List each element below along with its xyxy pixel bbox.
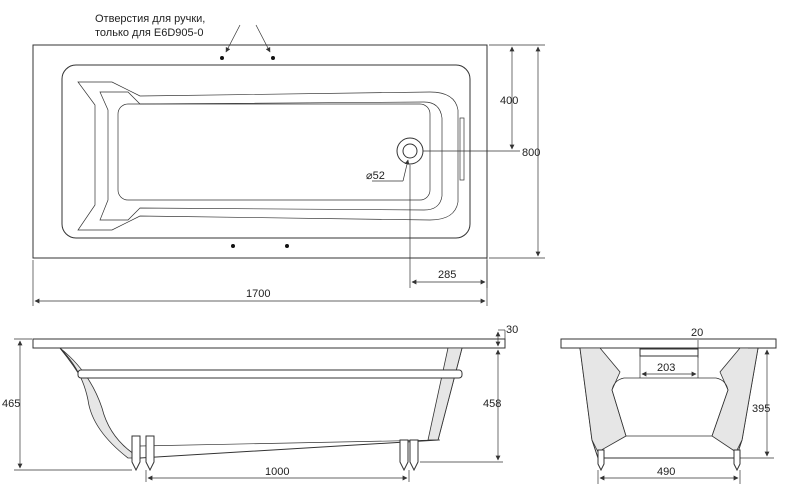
dim-465-label: 465 [2,398,20,410]
side-view-leg-left-b [145,435,155,472]
drain-outer-circle [396,137,424,165]
dim-52-leader [402,159,410,182]
top-view: Отверстия для ручки, только для E6D905-0… [32,13,545,306]
end-view-basin-profile [611,377,729,437]
top-view-basin-outline [77,81,459,231]
top-view-basin-floor [117,103,431,201]
dim-395-label: 395 [752,403,770,415]
handle-hole-bottom-right [285,244,289,248]
handle-hole-bottom-left [231,244,235,248]
top-view-inner-rim [61,64,471,239]
note-leader-right [255,24,271,53]
dim-20-label: 20 [691,327,703,339]
top-view-overflow-slot [459,117,465,181]
side-view-rim [32,338,506,349]
side-view-floor-line [139,439,441,447]
dim-1700-label: 1700 [246,288,270,300]
drain-inner-circle [402,143,418,159]
end-view-rim [560,338,777,349]
side-view-leg-right-b [409,439,419,472]
side-view: 465 458 30 1000 [2,324,518,482]
dim-285-label: 285 [438,269,456,281]
end-view: 20 203 395 490 [560,327,777,484]
dim-400-label: 400 [500,95,518,107]
side-view-leg-left-a [131,435,141,472]
end-view-overflow [639,348,699,357]
dim-458-label: 458 [483,398,501,410]
dim-30-label: 30 [506,324,518,336]
note-leader-left [225,24,241,53]
dim-1000-label: 1000 [265,466,289,478]
handle-hole-top-right [271,56,275,60]
end-view-leg-left [597,449,605,472]
dim-490-label: 490 [657,466,675,478]
side-view-leg-right-a [399,439,409,472]
side-view-waterline [77,369,463,379]
dim-800-label: 800 [522,147,540,159]
note-line-1: Отверстия для ручки, [95,13,205,25]
note-line-2: только для E6D905-0 [95,27,203,39]
dim-203-label: 203 [657,362,675,374]
top-view-basin-inner [99,91,443,221]
top-view-outer-rim [32,44,488,259]
end-view-leg-right [733,449,741,472]
handle-hole-top-left [220,56,224,60]
dim-52-label: ⌀52 [366,170,385,182]
